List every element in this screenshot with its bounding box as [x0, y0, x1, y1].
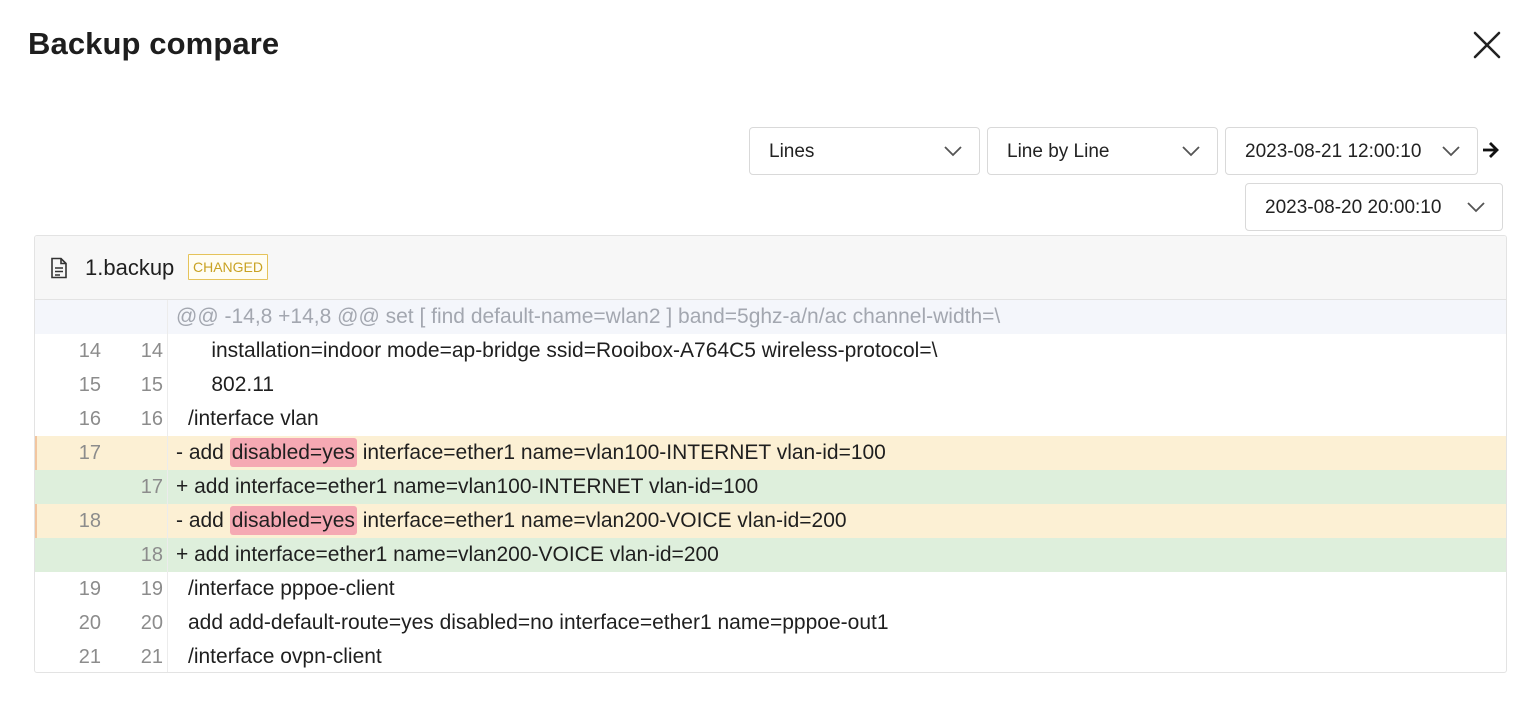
new-line-number: 16: [140, 408, 163, 430]
diff-table: @@ -14,8 +14,8 @@ set [ find default-nam…: [35, 300, 1506, 672]
new-line-number: 14: [140, 340, 163, 362]
old-line-number: 16: [78, 408, 101, 430]
line-code: installation=indoor mode=ap-bridge ssid=…: [188, 339, 938, 362]
context-line-row: 16 16/interface vlan: [35, 402, 1506, 436]
new-line-number: 17: [140, 476, 163, 498]
arrow-right-icon[interactable]: [1481, 140, 1501, 160]
code-suffix: interface=ether1 name=vlan100-INTERNET v…: [356, 441, 886, 464]
context-line-row: 21 21/interface ovpn-client: [35, 640, 1506, 672]
backup-date-a-value: 2023-08-21 12:00:10: [1245, 141, 1422, 162]
chevron-down-icon: [1182, 146, 1200, 157]
line-code: - add disabled=yes interface=ether1 name…: [176, 504, 847, 538]
old-line-number: 18: [78, 510, 101, 532]
chevron-down-icon: [944, 146, 962, 157]
backup-date-b-select[interactable]: 2023-08-20 20:00:10: [1245, 183, 1503, 231]
close-icon[interactable]: [1470, 28, 1504, 62]
deleted-line-row: 17 - add disabled=yes interface=ether1 na…: [35, 436, 1506, 470]
old-line-number: 19: [78, 578, 101, 600]
context-line-row: 14 14 installation=indoor mode=ap-bridge …: [35, 334, 1506, 368]
context-line-row: 20 20 add add-default-route=yes disabled=n…: [35, 606, 1506, 640]
file-header: 1.backup CHANGED: [35, 236, 1506, 300]
gutter-divider: [167, 368, 168, 402]
hunk-header-row: @@ -14,8 +14,8 @@ set [ find default-nam…: [35, 300, 1506, 334]
line-code: - add disabled=yes interface=ether1 name…: [176, 436, 886, 470]
code-prefix: - add: [176, 441, 230, 464]
view-style-value: Line by Line: [1007, 141, 1110, 162]
gutter-divider: [167, 640, 168, 672]
deleted-line-row: 18 - add disabled=yes interface=ether1 na…: [35, 504, 1506, 538]
old-line-number: 14: [78, 340, 101, 362]
old-line-number: 17: [78, 442, 101, 464]
old-line-number: 21: [78, 646, 101, 668]
gutter-divider: [167, 538, 168, 572]
new-line-number: 15: [140, 374, 163, 396]
backup-date-b-value: 2023-08-20 20:00:10: [1265, 197, 1442, 218]
line-code: /interface ovpn-client: [188, 645, 382, 668]
line-code: add add-default-route=yes disabled=no in…: [188, 611, 889, 634]
changed-token-highlight: disabled=yes: [229, 506, 357, 535]
changed-token-highlight: disabled=yes: [229, 438, 357, 467]
new-line-number: 20: [140, 612, 163, 634]
line-code: /interface pppoe-client: [188, 577, 395, 600]
line-code: /interface vlan: [188, 407, 319, 430]
hunk-header: @@ -14,8 +14,8 @@ set [ find default-nam…: [176, 305, 1001, 328]
gutter-divider: [167, 300, 168, 334]
line-code: + add interface=ether1 name=vlan200-VOIC…: [176, 543, 719, 566]
gutter-divider: [167, 436, 168, 470]
old-line-number: 15: [78, 374, 101, 396]
chevron-down-icon: [1442, 146, 1460, 157]
diff-file-panel: 1.backup CHANGED @@ -14,8 +14,8 @@ set […: [34, 235, 1507, 673]
added-line-row: 18 + add interface=ether1 name=vlan200-VO…: [35, 538, 1506, 572]
context-line-row: 19 19/interface pppoe-client: [35, 572, 1506, 606]
code-suffix: interface=ether1 name=vlan200-VOICE vlan…: [356, 509, 847, 532]
gutter-divider: [167, 606, 168, 640]
added-line-row: 17 + add interface=ether1 name=vlan100-IN…: [35, 470, 1506, 504]
context-line-row: 15 15 802.11: [35, 368, 1506, 402]
new-line-number: 19: [140, 578, 163, 600]
diff-mode-select[interactable]: Lines: [749, 127, 980, 175]
gutter-divider: [167, 334, 168, 368]
old-line-number: 20: [78, 612, 101, 634]
code-prefix: - add: [176, 509, 230, 532]
diff-mode-value: Lines: [769, 141, 815, 162]
file-text-icon: [51, 257, 67, 279]
line-code: + add interface=ether1 name=vlan100-INTE…: [176, 475, 759, 498]
gutter-divider: [167, 402, 168, 436]
gutter-divider: [167, 504, 168, 538]
file-name: 1.backup: [85, 255, 175, 280]
gutter-divider: [167, 572, 168, 606]
modal-title: Backup compare: [28, 26, 280, 61]
gutter-divider: [167, 470, 168, 504]
backup-date-a-select[interactable]: 2023-08-21 12:00:10: [1225, 127, 1478, 175]
status-badge: CHANGED: [188, 254, 269, 280]
new-line-number: 21: [140, 646, 163, 668]
view-style-select[interactable]: Line by Line: [987, 127, 1218, 175]
new-line-number: 18: [140, 544, 163, 566]
chevron-down-icon: [1467, 202, 1485, 213]
line-code: 802.11: [188, 373, 275, 396]
